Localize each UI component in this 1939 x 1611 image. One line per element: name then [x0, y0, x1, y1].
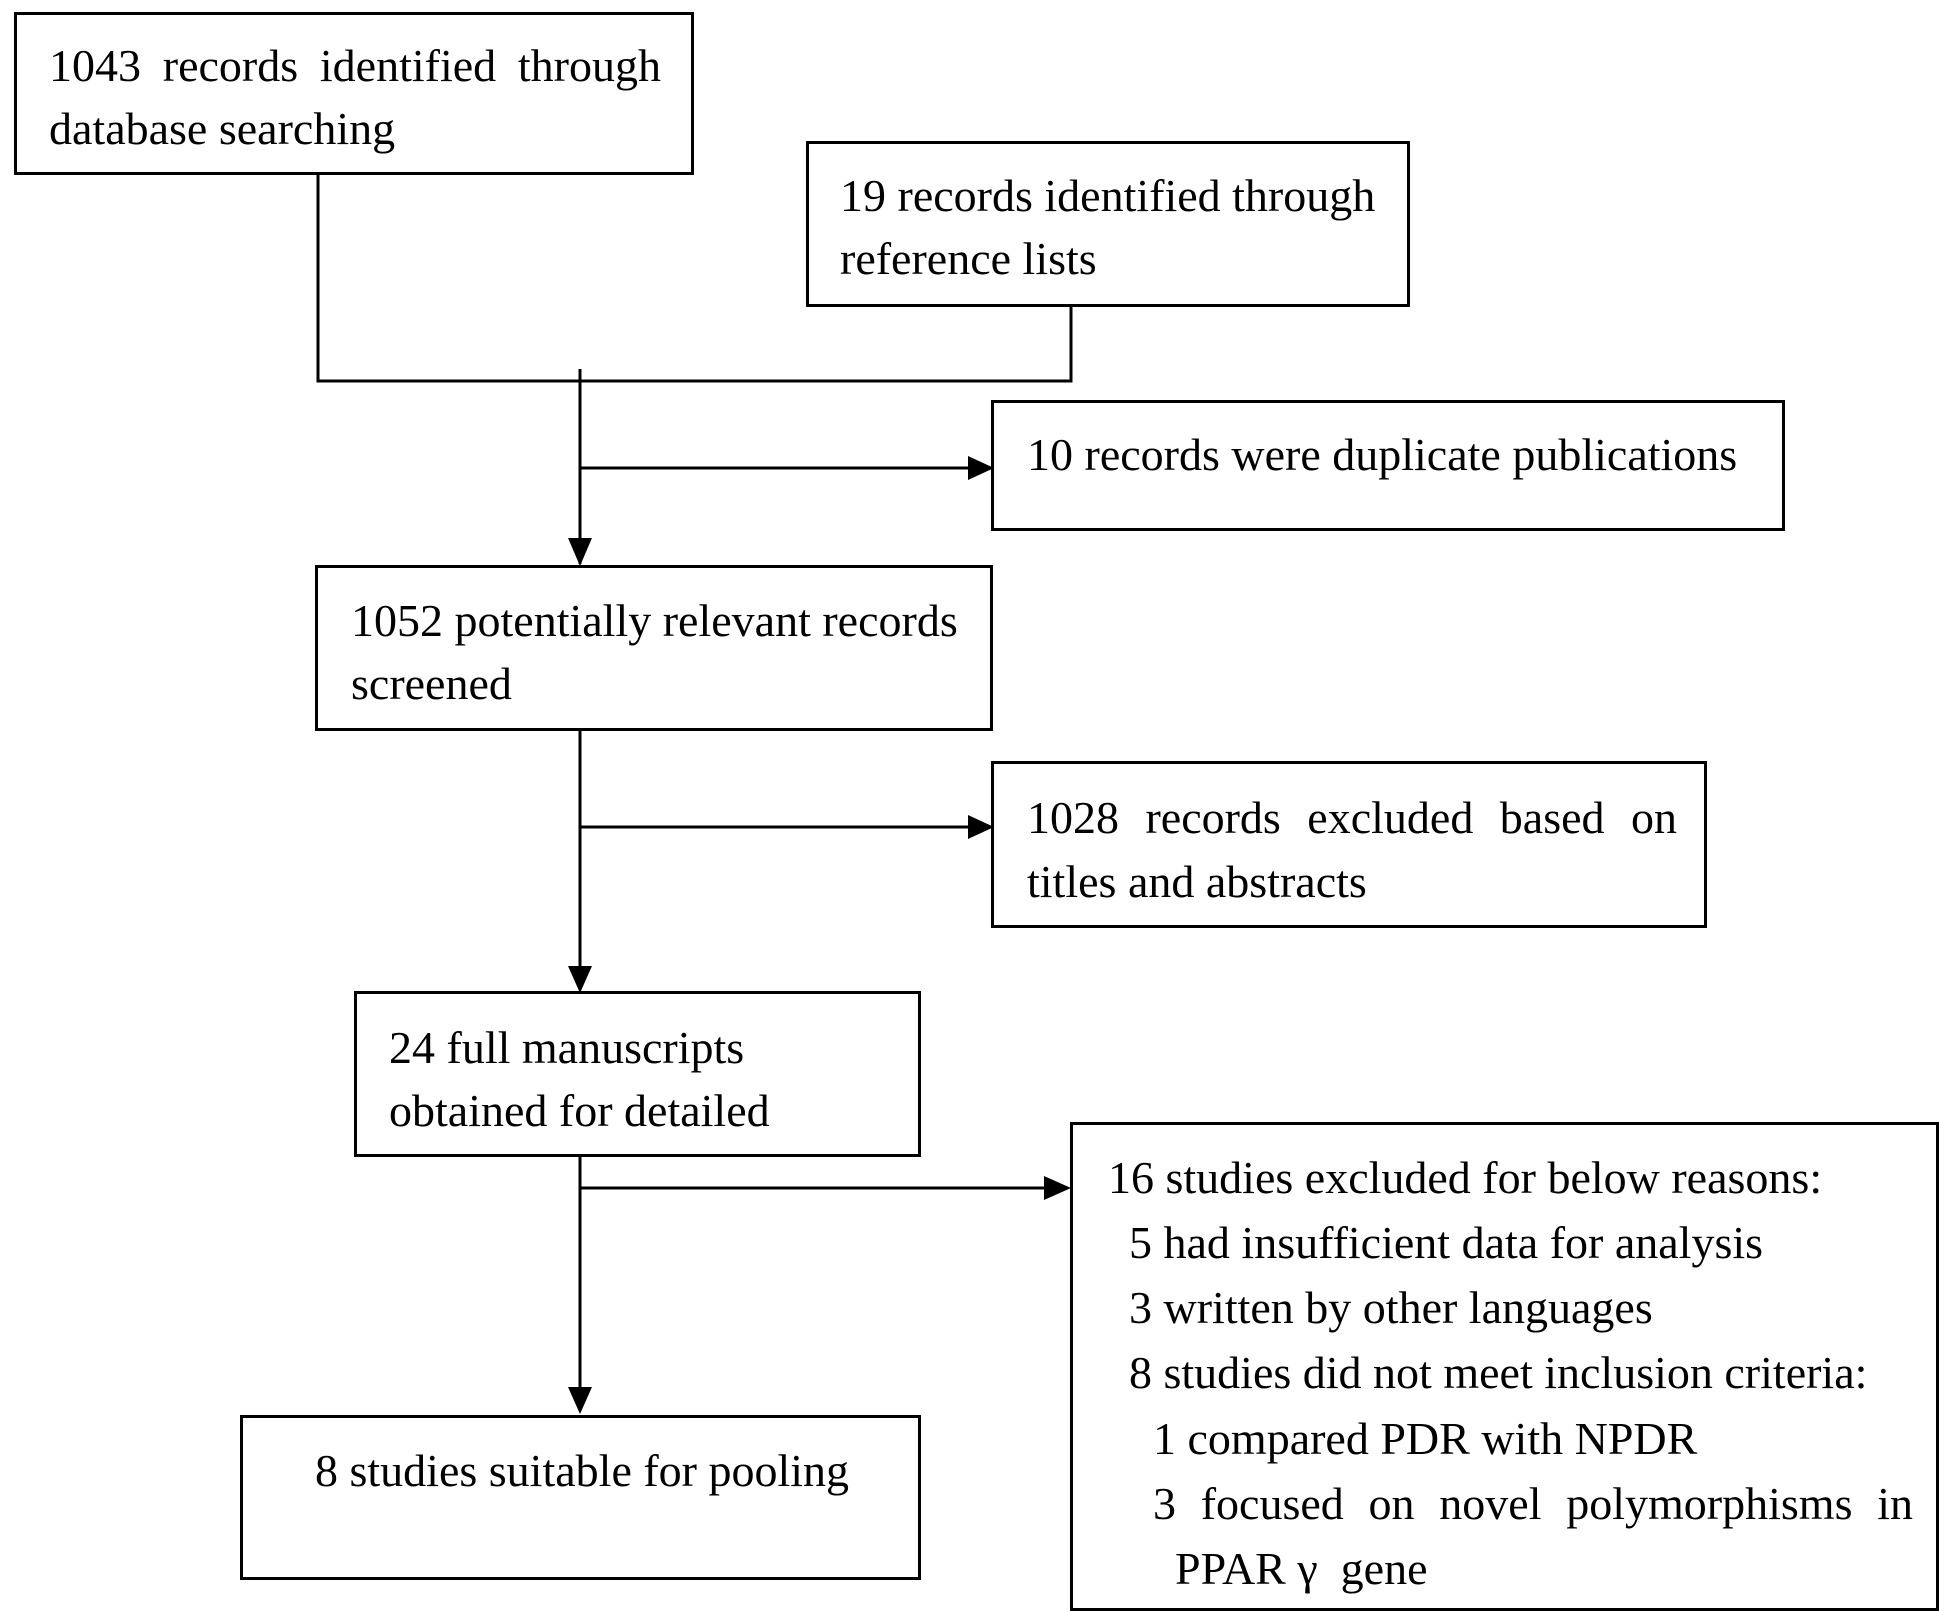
box-text-line: reference lists [840, 233, 1097, 284]
box-pooling: 8 studies suitable for pooling [240, 1415, 921, 1580]
box-text-line: PPAR γ gene [1175, 1543, 1428, 1594]
box-studies-excluded: 16 studies excluded for below reasons: 5… [1070, 1122, 1939, 1611]
box-reference-lists: 19 records identified through reference … [806, 141, 1410, 307]
box-text-line: 8 studies suitable for pooling [315, 1445, 850, 1496]
box-text-line: 19 records identified through [840, 170, 1376, 221]
arrowhead-excluded-titles [968, 815, 994, 839]
box-text-line: database searching [49, 103, 396, 154]
box-text-line: 1028 records excluded based on [1027, 792, 1677, 843]
arrowhead-duplicates [968, 456, 994, 480]
box-screened: 1052 potentially relevant records screen… [315, 565, 993, 731]
box-text-line: 10 records were duplicate publications [1027, 429, 1738, 480]
box-excluded-titles-abstracts: 1028 records excluded based on titles an… [991, 761, 1707, 928]
arrowhead-pooling [568, 1387, 592, 1414]
box-text-line: 1052 potentially relevant records [351, 595, 958, 646]
box-text-line: 16 studies excluded for below reasons: [1108, 1152, 1823, 1203]
box-text-line: 3 focused on novel polymorphisms in [1153, 1478, 1913, 1529]
box-text-line: 1 compared PDR with NPDR [1153, 1413, 1698, 1464]
box-text-line: 1043 records identified through [49, 40, 661, 91]
box-text-line: titles and abstracts [1027, 856, 1367, 907]
box-text-line: obtained for detailed [389, 1085, 770, 1136]
box-text-line: 24 full manuscripts [389, 1022, 745, 1073]
box-text-line: 3 written by other languages [1129, 1282, 1653, 1333]
box-text-line: screened [351, 658, 512, 709]
merge-connector [316, 175, 1073, 383]
arrowhead-full-manuscripts [568, 966, 592, 993]
arrowhead-screened [568, 538, 592, 566]
box-text-line: 8 studies did not meet inclusion criteri… [1129, 1347, 1868, 1398]
box-text-line: 5 had insufficient data for analysis [1129, 1217, 1764, 1268]
box-database-searching: 1043 records identified through database… [14, 12, 694, 175]
box-full-manuscripts: 24 full manuscripts obtained for detaile… [354, 991, 921, 1157]
arrowhead-studies-excluded [1044, 1176, 1071, 1200]
box-duplicates: 10 records were duplicate publications [991, 400, 1785, 531]
